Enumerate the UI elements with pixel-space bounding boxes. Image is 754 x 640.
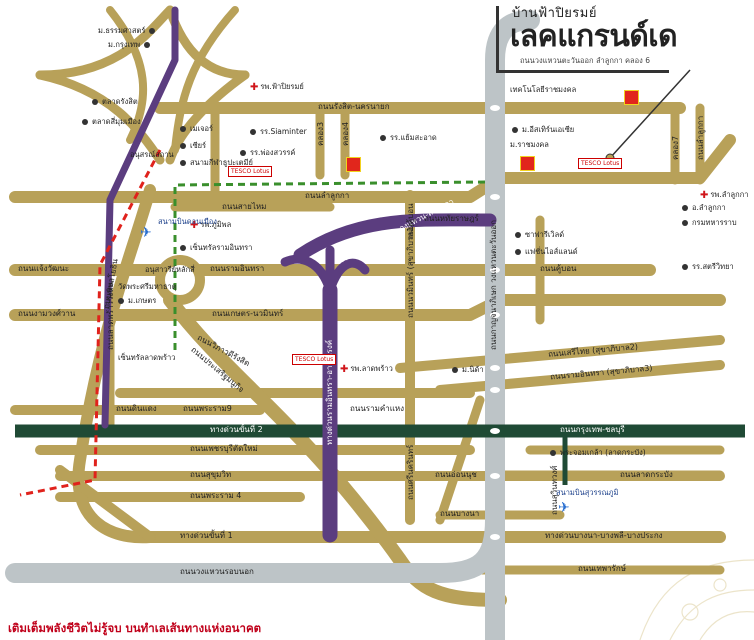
road-rama4: ถนนพระราม 4 bbox=[190, 491, 242, 500]
brand-line1: บ้านฟ้าปิยรมย์ bbox=[512, 6, 597, 21]
poi-ladprao-hospital: ✚รพ.ลาดพร้าว bbox=[340, 363, 393, 375]
roundabout bbox=[155, 255, 205, 305]
poi-asia: ม.อีสเทิร์นเอเซีย bbox=[512, 125, 574, 134]
purple-expressway bbox=[101, 6, 497, 543]
poi-phongsawat: รร.พ่องสวรรค์ bbox=[240, 148, 295, 157]
road-ramintra: ถนนรามอินทรา bbox=[210, 264, 265, 273]
road-lamlukka-vertical: ถนนลำลูกกา bbox=[696, 115, 705, 160]
tesco-lotus-ladprao: TESCO Lotus bbox=[292, 354, 337, 365]
red-rail-line bbox=[19, 149, 162, 497]
road-khlong4: คลอง4 bbox=[341, 121, 350, 146]
road-ramkhamhaeng: ถนนรามคำแหง bbox=[350, 404, 405, 413]
airport-don-mueang: สนามบินดอนเมือง bbox=[158, 217, 217, 226]
road-ngamwongwan: ถนนงามวงศ์วาน bbox=[18, 309, 76, 318]
road-outer-ring-vertical: ถนนกาญจนาภิเษก วงแหวนตะวันออก bbox=[489, 220, 498, 350]
poi-rmutt: ม.ราชมงคล bbox=[510, 140, 549, 149]
poi-zeer: เซียร์ bbox=[180, 141, 206, 150]
project-pointer-line bbox=[609, 69, 691, 159]
road-lamlukka: ถนนลำลูกกา bbox=[305, 191, 350, 200]
road-on-nut: ถนนอ่อนนุช bbox=[435, 470, 477, 479]
road-krungthep-chonburi: ถนนกรุงเทพ-ชลบุรี bbox=[560, 425, 625, 434]
poi-technical: เทคโนโลยีราชมงคล bbox=[510, 85, 577, 94]
road-expressway1: ทางด่วนขั้นที่ 1 bbox=[180, 531, 233, 540]
poi-major: เมเจอร์ bbox=[180, 124, 213, 133]
poi-siaminter: รร.Siaminter bbox=[250, 127, 307, 136]
tagline: เติมเต็มพลังชีวิตไม่รู้จบ บนทำเลเส้นทางแ… bbox=[8, 621, 262, 635]
makro-marker-north bbox=[624, 90, 639, 105]
poi-temple: วัดพระศรีมหาธาตุ bbox=[118, 282, 177, 291]
road-khlong3: คลอง3 bbox=[316, 121, 325, 146]
poi-thanyaburi: รร.สตรีวิทยา bbox=[682, 262, 734, 271]
tesco-lotus-lamlukka: TESCO Lotus bbox=[228, 166, 273, 177]
poi-fashion-island: แฟชั่นไอส์แลนด์ bbox=[515, 247, 578, 256]
poi-sikhorn: รร.แย้มสะอาด bbox=[380, 133, 437, 142]
road-bangna: ถนนบางนา bbox=[440, 509, 480, 518]
poi-lamlukka-school: กรมทหารราบ bbox=[682, 218, 737, 227]
poi-phumibol: ✚รพ.ภูมิพล bbox=[190, 219, 232, 231]
brand-line2: เลคแกรนด์เด bbox=[510, 19, 678, 54]
poi-rangsit-market: ตลาดรังสิต bbox=[92, 97, 138, 106]
poi-kasetsart: ม.เกษตร bbox=[118, 296, 156, 305]
road-bangna-bangpakong: ทางด่วนบางนา-บางพลี-บางประกง bbox=[545, 531, 663, 540]
poi-si-mum-mueang: ตลาดสี่มุมเมือง bbox=[82, 117, 141, 126]
road-vibhavadi-vertical: ถนนลาดพร้าววังหิน bbox=[106, 281, 115, 350]
poi-ramintra-central: เซ็นทรัลรามอินทรา bbox=[180, 243, 252, 252]
makro-marker-center bbox=[346, 157, 361, 172]
suvarnabhumi-plane-icon: ✈ bbox=[558, 500, 570, 516]
road-sinakarin: ถนนศรีนครินทร์ bbox=[406, 444, 415, 500]
road-kubon-vertical: ถนนคู้บอน bbox=[406, 203, 415, 240]
road-outer-ring: ถนนวงแหวนรอบนอก bbox=[180, 567, 254, 576]
poi-siamgulf: ✚รพ.ฟ้าปิยรมย์ bbox=[250, 81, 304, 93]
road-khlong7: คลอง7 bbox=[671, 135, 680, 160]
road-expressway2: ทางด่วนขั้นที่ 2 bbox=[210, 425, 263, 434]
poi-district-office: อ.ลำลูกกา bbox=[682, 203, 726, 212]
brand-subtitle: ถนนวงแหวนตะวันออก ลำลูกกา คลอง 6 bbox=[520, 56, 650, 65]
poi-nida: ม.นิด้า bbox=[452, 365, 484, 374]
road-saimai: ถนนสายไหม bbox=[222, 202, 267, 211]
road-thepharak: ถนนเทพารักษ์ bbox=[578, 564, 626, 573]
tesco-lotus-rangsit: TESCO Lotus bbox=[578, 158, 623, 169]
poi-safari: ซาฟารีเวิลด์ bbox=[515, 230, 564, 239]
poi-central-ladprao: เซ็นทรัลลาดพร้าว bbox=[118, 353, 176, 362]
poi-lamlukka-hospital: ✚รพ.ลำลูกกา bbox=[700, 189, 749, 201]
outer-ring-road bbox=[5, 10, 540, 640]
airport-suvarnabhumi: สนามบินสุวรรณภูมิ bbox=[556, 488, 619, 497]
poi-memorial: อนุสรณ์สถาน bbox=[130, 150, 174, 159]
poi-thammasat: ม.ธรรมศาสตร์ bbox=[98, 26, 159, 35]
road-latkrabang: ถนนลาดกระบัง bbox=[620, 470, 673, 479]
poi-bangkok-u: ม.กรุงเทพ bbox=[108, 40, 154, 49]
poi-ladkrabang: พระจอมเกล้า (ลาดกระบัง) bbox=[550, 448, 646, 457]
makro-marker-east bbox=[520, 156, 535, 171]
road-kubon: ถนนคู้บอน bbox=[540, 264, 577, 273]
poi-anusaowari: อนุสาวรีย์หลักสี่ bbox=[145, 265, 195, 274]
road-kaset-nawamin: ถนนเกษตร-นวมินทร์ bbox=[212, 309, 284, 318]
floral-decoration bbox=[639, 559, 754, 640]
ring-markers bbox=[490, 105, 500, 540]
road-chaengwattana: ถนนแจ้งวัฒนะ bbox=[18, 264, 70, 273]
road-sukhumvit: ถนนสุขุมวิท bbox=[190, 470, 232, 479]
road-rama9: ถนนพระราม9 bbox=[183, 404, 232, 413]
brand-frame bbox=[496, 6, 669, 73]
don-mueang-plane-icon: ✈ bbox=[140, 225, 152, 241]
road-dindaeng: ถนนดินแดง bbox=[116, 404, 157, 413]
poi-stadium: สนามกีฬาธูปะเตมีย์ bbox=[180, 158, 253, 167]
road-hathairat: ถนนหทัยราษฎร์ bbox=[424, 214, 479, 223]
road-rangsit: ถนนรังสิต-นครนายก bbox=[318, 102, 390, 111]
road-phetchaburi: ถนนเพชรบุรีตัดใหม่ bbox=[190, 444, 258, 453]
